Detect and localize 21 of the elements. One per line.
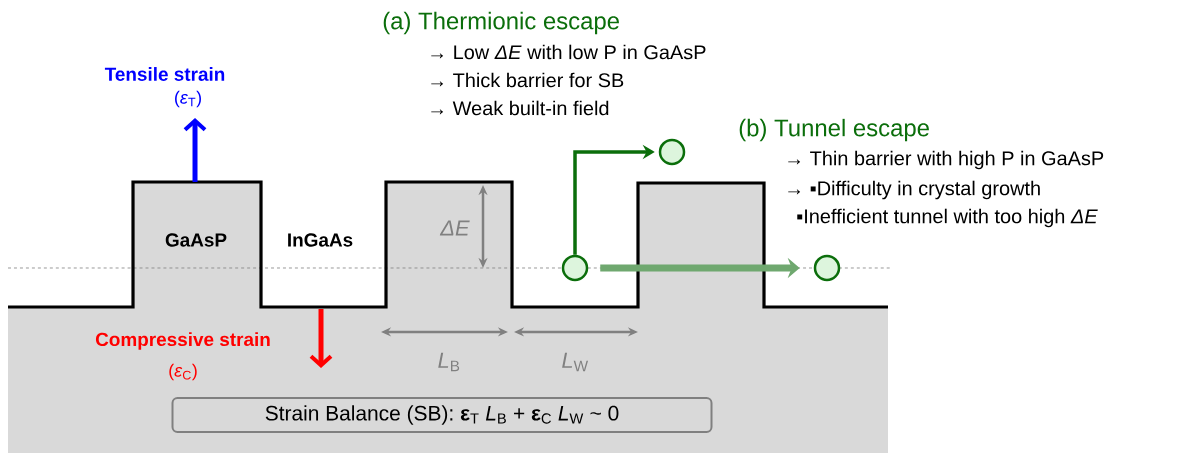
electron-circle (561, 254, 589, 282)
bullet-text: → Low ΔE with low P in GaAsP (431, 44, 706, 60)
heading: (b) Tunnel escape (739, 118, 929, 142)
bullet-text: → Thin barrier with high P in GaAsP (788, 150, 1104, 170)
bullet-text: → ▪Difficulty in crystal growth (788, 180, 1040, 200)
electron-circle (658, 138, 686, 166)
material-label: InGaAs (288, 233, 353, 247)
strain-label: Compressive strain (95, 332, 270, 350)
electron-circle (813, 254, 841, 282)
strain-label: Tensile strain (104, 67, 225, 81)
material-label: GaAsP (165, 233, 227, 247)
heading: (a) Thermionic escape (383, 11, 619, 35)
bullet-text: → Weak built-in field (431, 100, 609, 116)
equation-box: Strain Balance (SB): ε$_{T}$ L$_{B}$ + ε$_{C}$ L$_{W}$ ~ 0 (171, 397, 713, 433)
dimension-label: L$_{W}$ (562, 352, 589, 372)
dimension-label: L$_{B}$ (438, 352, 460, 372)
strain-symbol: (ε$_{T}$) (175, 90, 201, 108)
bullet-text: → Thick barrier for SB (431, 72, 624, 88)
dimension-label: ΔE (439, 220, 470, 236)
strain-symbol: (ε$_{C}$) (169, 363, 197, 381)
bullet-text: ▪Inefficient tunnel with too high ΔE (797, 208, 1098, 228)
